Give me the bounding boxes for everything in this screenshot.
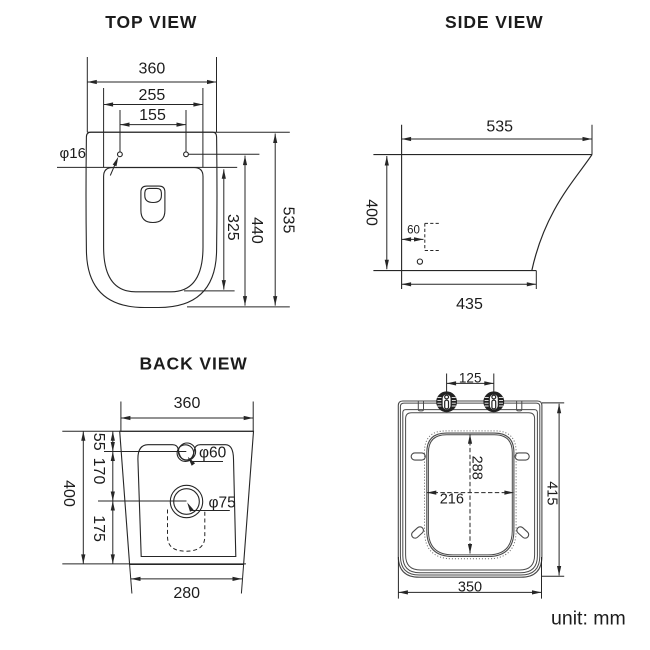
svg-text:SIDE VIEW: SIDE VIEW	[445, 12, 544, 32]
svg-text:280: 280	[173, 585, 200, 602]
svg-text:BACK VIEW: BACK VIEW	[139, 354, 247, 374]
svg-text:400: 400	[60, 480, 77, 507]
svg-text:360: 360	[139, 61, 166, 78]
svg-text:unit: mm: unit: mm	[551, 608, 626, 630]
svg-text:155: 155	[139, 107, 166, 124]
svg-text:360: 360	[174, 395, 201, 412]
svg-text:φ60: φ60	[199, 445, 227, 462]
svg-text:55: 55	[90, 433, 107, 451]
svg-text:φ16: φ16	[60, 145, 86, 162]
svg-text:435: 435	[456, 296, 483, 313]
svg-text:415: 415	[544, 481, 560, 505]
svg-text:535: 535	[486, 119, 513, 136]
svg-text:TOP VIEW: TOP VIEW	[105, 12, 197, 32]
svg-text:400: 400	[363, 199, 380, 226]
svg-text:60: 60	[407, 224, 420, 236]
svg-text:125: 125	[459, 370, 482, 385]
svg-text:288: 288	[469, 456, 485, 480]
svg-text:255: 255	[139, 87, 166, 104]
svg-text:325: 325	[224, 214, 241, 241]
svg-text:350: 350	[458, 580, 482, 596]
svg-text:440: 440	[248, 217, 265, 244]
svg-text:175: 175	[90, 515, 107, 542]
svg-text:φ75: φ75	[209, 494, 236, 511]
svg-text:170: 170	[90, 458, 107, 485]
svg-text:535: 535	[280, 207, 297, 234]
svg-text:216: 216	[440, 492, 464, 508]
